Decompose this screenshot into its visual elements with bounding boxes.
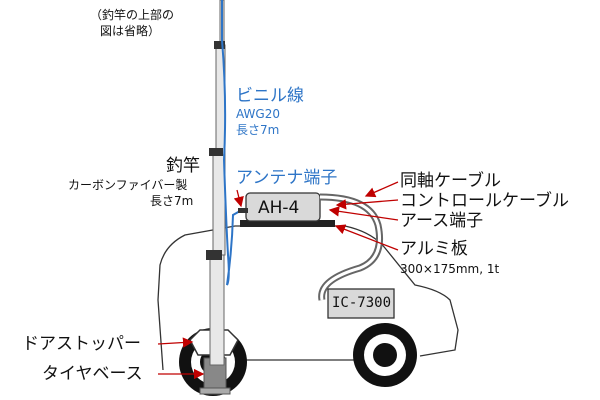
vinyl-wire-title: ビニル線: [236, 86, 304, 106]
coax-label: 同軸ケーブル: [400, 171, 501, 191]
arrow-ground-terminal: [328, 206, 399, 221]
rod-length: 長さ7m: [150, 194, 194, 208]
vinyl-wire-spec: AWG20: [236, 107, 280, 121]
front-wheel: [353, 323, 417, 387]
tire-base-label: タイヤベース: [42, 364, 143, 384]
car-body-outline: [157, 225, 459, 371]
aluminum-plate-size: 300×175mm, 1t: [400, 262, 500, 276]
radio-box: [327, 288, 395, 319]
arrow-antenna-terminal: [233, 189, 244, 208]
note-line-1: （釣竿の上部の: [90, 8, 175, 22]
antenna-terminal-label: アンテナ端子: [236, 168, 338, 188]
vinyl-wire-length: 長さ7m: [236, 123, 280, 137]
control-cable-label: コントロールケーブル: [400, 191, 569, 211]
aluminum-plate: [240, 220, 335, 227]
arrow-control-cable: [335, 199, 399, 210]
arrow-door-stopper: [157, 337, 194, 348]
arrow-coax: [364, 181, 399, 198]
note-line-2: 図は省略）: [100, 24, 161, 38]
door-stopper-label: ドアストッパー: [22, 334, 141, 354]
ground-terminal-label: アース端子: [400, 211, 484, 231]
tuner-box: [245, 192, 321, 222]
radio-label: IC-7300: [332, 295, 392, 311]
arrow-aluminum-plate: [334, 224, 399, 251]
rod-title: 釣竿: [166, 156, 200, 176]
aluminum-plate-title: アルミ板: [400, 239, 468, 259]
vinyl-wire: [221, 0, 241, 286]
tuner-antenna-terminal: [238, 208, 248, 213]
tuner-label: AH-4: [258, 198, 300, 218]
rod-material: カーボンファイバー製: [68, 178, 188, 192]
